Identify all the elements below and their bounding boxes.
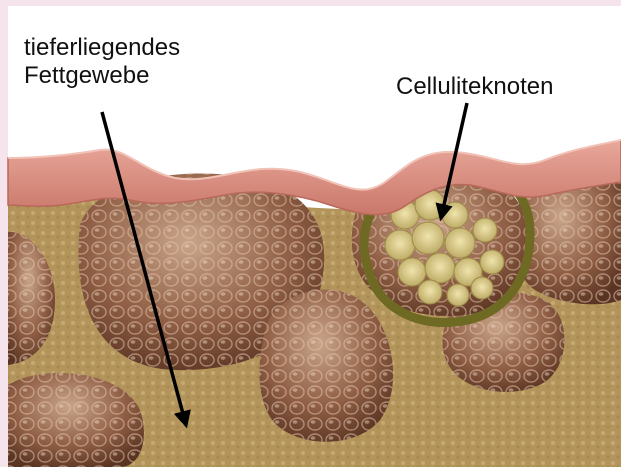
- label-cellulite-node: Celluliteknoten: [396, 73, 553, 101]
- label-deep-fat: tieferliegendes Fettgewebe: [24, 34, 180, 90]
- label-deep-fat-line1: tieferliegendes: [24, 34, 180, 62]
- label-deep-fat-line2: Fettgewebe: [24, 62, 180, 90]
